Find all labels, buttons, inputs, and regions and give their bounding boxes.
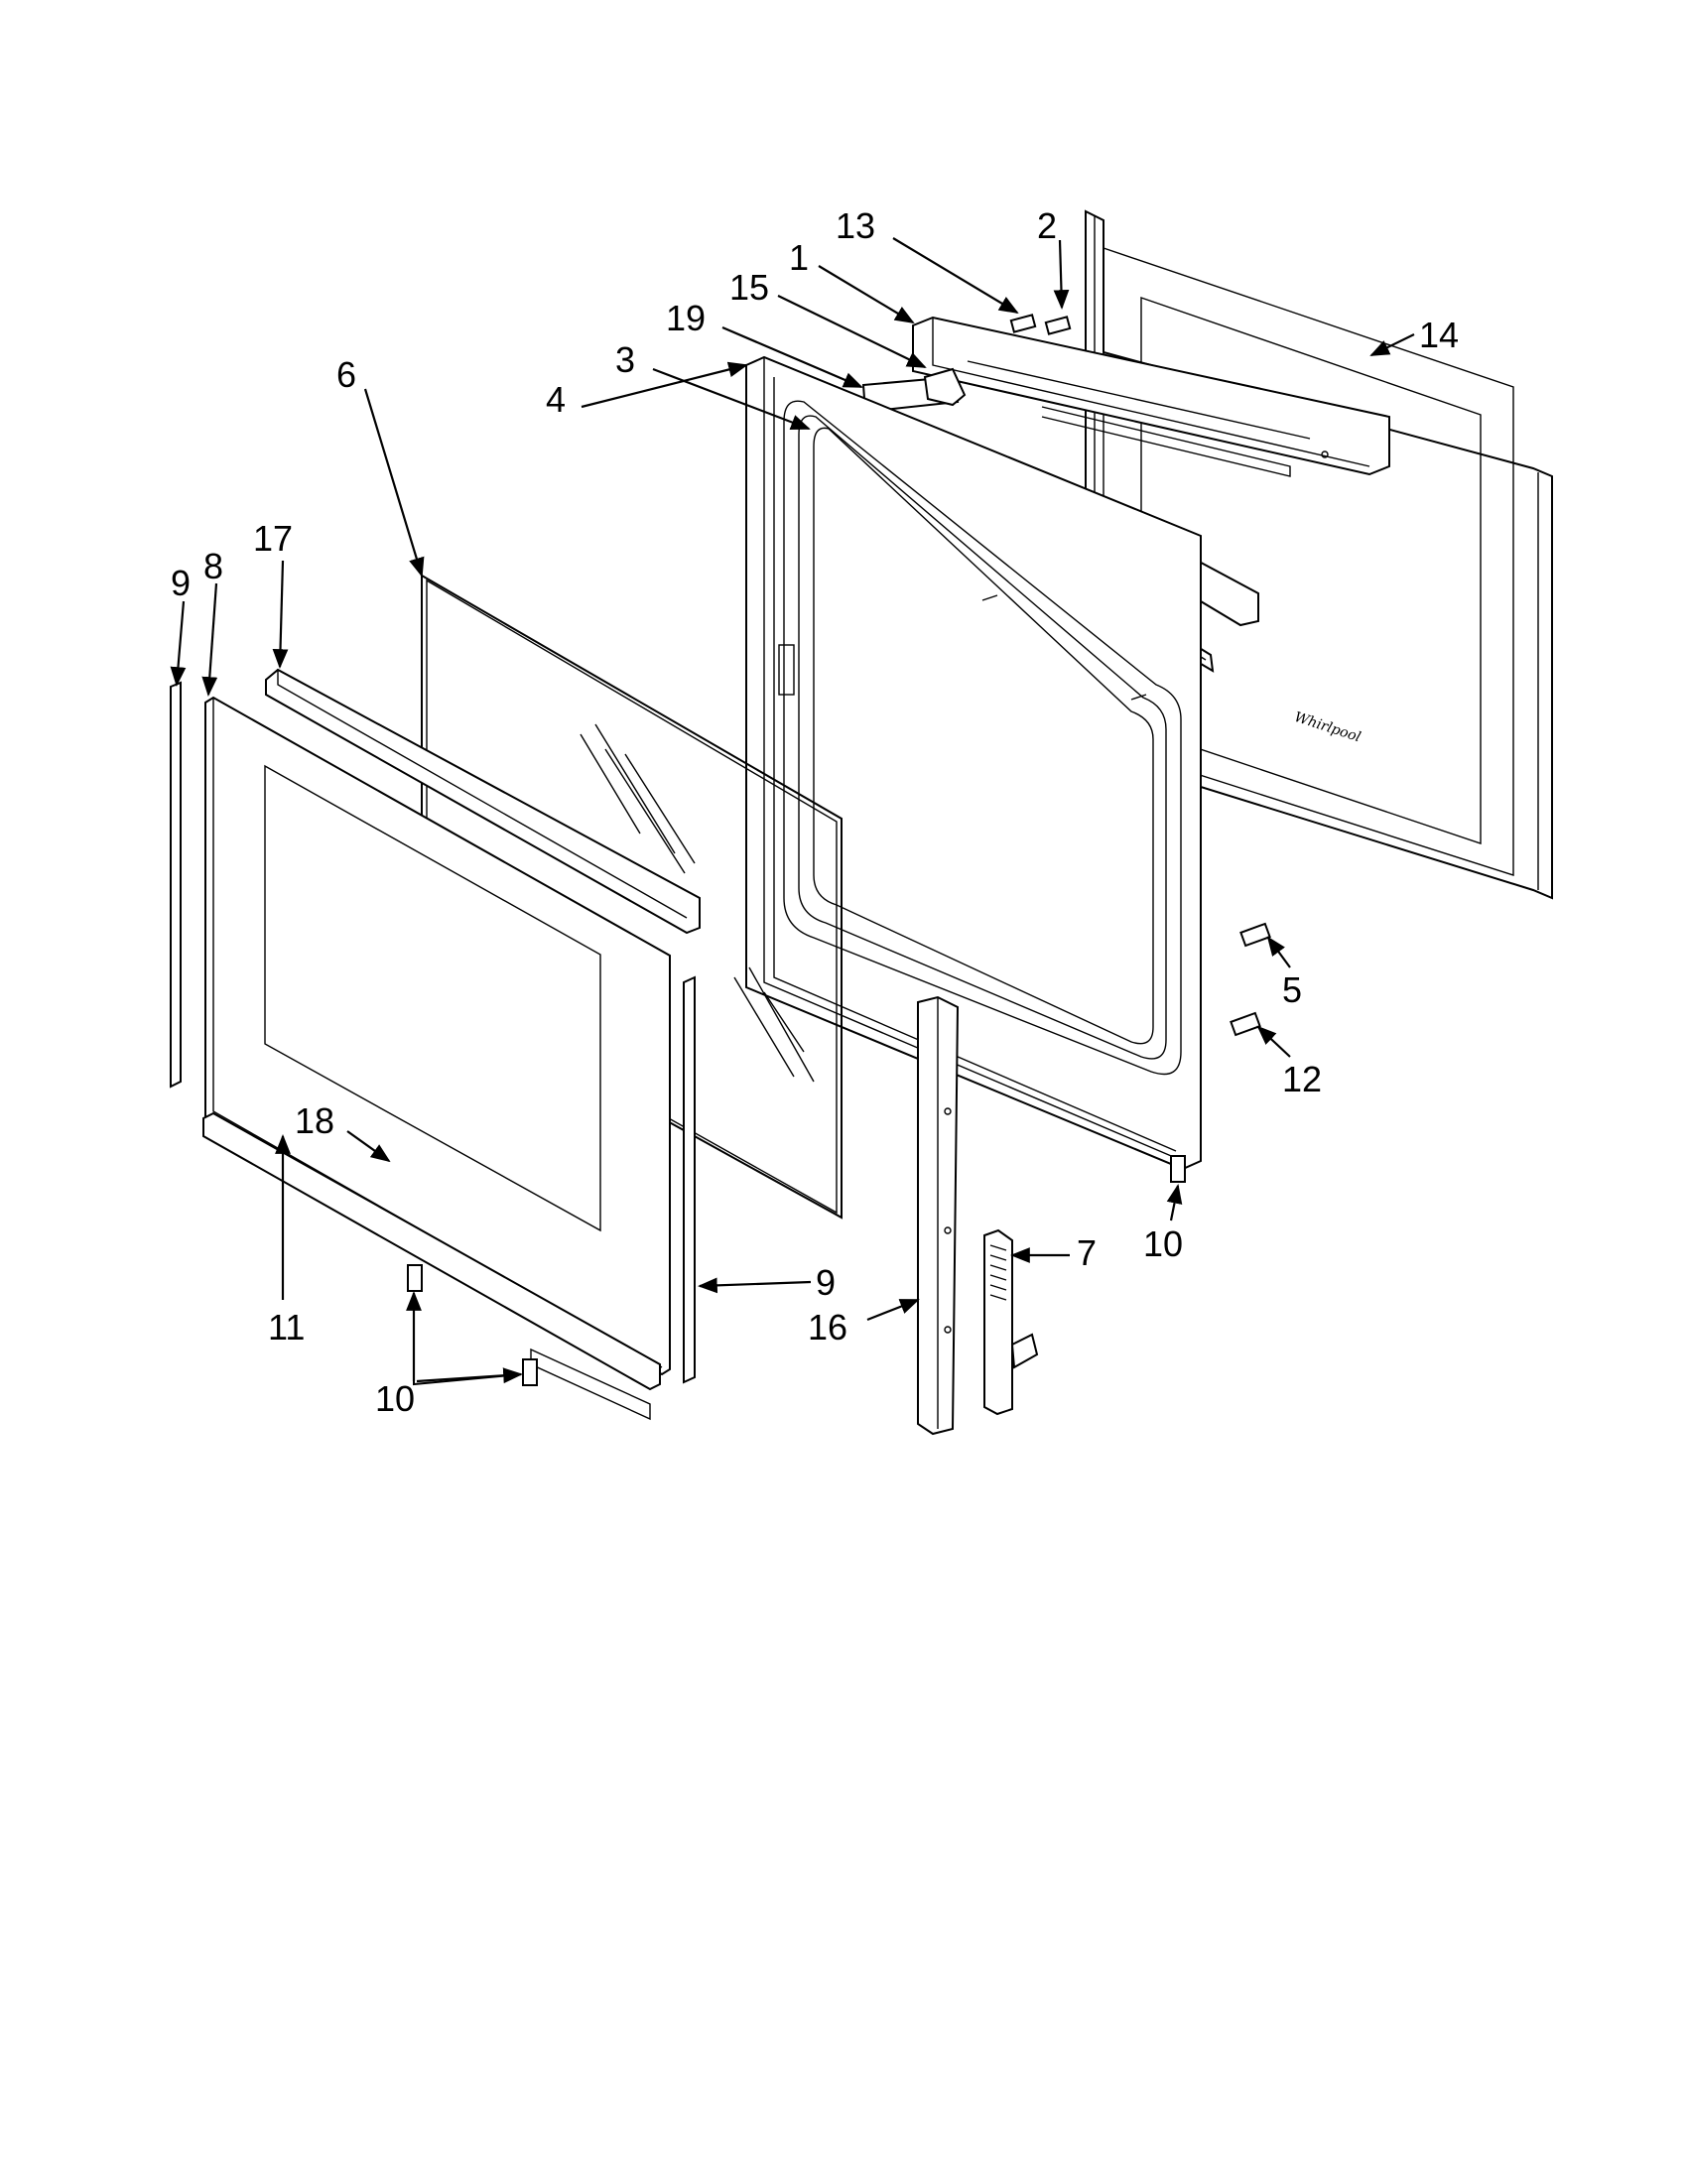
side-trim-right bbox=[683, 975, 696, 1384]
callout-8: 8 bbox=[203, 546, 223, 586]
callout-15: 15 bbox=[729, 267, 769, 308]
handle-mount-bar bbox=[912, 316, 1390, 477]
callout-11: 11 bbox=[268, 1307, 305, 1348]
callout-14: 14 bbox=[1419, 315, 1459, 355]
top-trim-strip bbox=[265, 668, 701, 935]
screw-10-left-b bbox=[522, 1358, 538, 1386]
callout-2: 2 bbox=[1037, 205, 1057, 246]
hinge-bracket bbox=[917, 995, 960, 1436]
screw-12 bbox=[1230, 1011, 1261, 1037]
callout-10-left: 10 bbox=[375, 1378, 415, 1419]
callout-16: 16 bbox=[808, 1307, 847, 1348]
screw-10-right bbox=[1170, 1155, 1186, 1183]
leader-lines bbox=[170, 237, 1415, 1386]
callout-17: 17 bbox=[253, 518, 293, 559]
screw-10-left-a bbox=[407, 1264, 423, 1292]
top-screws bbox=[1009, 314, 1072, 335]
handle-end-bracket bbox=[861, 367, 967, 414]
callout-13: 13 bbox=[836, 205, 875, 246]
callout-9-left: 9 bbox=[171, 563, 191, 603]
side-trim-left bbox=[170, 681, 182, 1089]
screw-5 bbox=[1239, 922, 1271, 948]
callout-7: 7 bbox=[1077, 1232, 1097, 1273]
callout-12: 12 bbox=[1282, 1059, 1322, 1099]
callout-labels: 13 2 1 15 19 14 3 4 6 17 9 8 5 12 18 10 … bbox=[171, 205, 1459, 1419]
callout-1: 1 bbox=[789, 237, 809, 278]
callout-18: 18 bbox=[295, 1100, 334, 1141]
door-hinge bbox=[983, 1228, 1039, 1416]
callout-9-right: 9 bbox=[816, 1262, 836, 1303]
callout-3: 3 bbox=[615, 339, 635, 380]
callout-5: 5 bbox=[1282, 969, 1302, 1010]
callout-6: 6 bbox=[336, 354, 356, 395]
inner-door-frame bbox=[745, 355, 1202, 1171]
callout-4: 4 bbox=[546, 379, 566, 420]
callout-10-right: 10 bbox=[1143, 1223, 1183, 1264]
callout-19: 19 bbox=[666, 298, 706, 338]
